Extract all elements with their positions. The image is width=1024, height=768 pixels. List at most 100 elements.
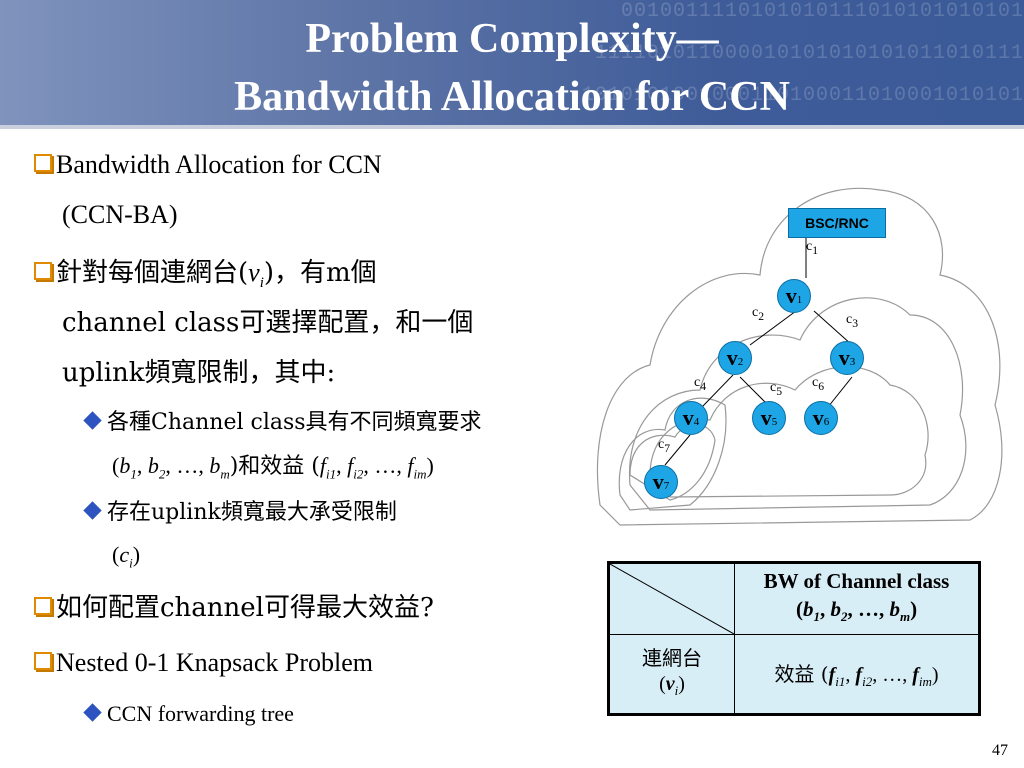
tree-node-v5: v5 bbox=[752, 401, 786, 435]
text: )和效益 ( bbox=[229, 454, 320, 479]
channel-label-c7: c7 bbox=[658, 437, 670, 455]
var-sub: i1 bbox=[326, 466, 337, 482]
var-b: b bbox=[802, 596, 814, 621]
node-letter: v bbox=[812, 405, 824, 430]
var-b: b bbox=[889, 596, 900, 621]
square-bullet-icon bbox=[34, 652, 52, 670]
var-f: f bbox=[347, 453, 354, 478]
subbullet-uplink-limit-cont: (ci) bbox=[112, 542, 141, 571]
square-bullet-icon bbox=[34, 262, 52, 280]
subbullet-channel-class-cont: (b1, b2, …, bm)和效益 (fi1, fi2, …, fim) bbox=[112, 453, 434, 482]
table-row-value: 效益 (fi1, fi2, …, fim) bbox=[734, 634, 980, 715]
var-f: f bbox=[828, 664, 836, 686]
node-letter: v bbox=[785, 283, 797, 308]
var-sub: i bbox=[674, 682, 679, 698]
var-sub: i1 bbox=[835, 674, 846, 689]
var-sub: im bbox=[413, 466, 427, 482]
var-sub: 2 bbox=[158, 466, 166, 482]
text: , …, bbox=[363, 453, 408, 478]
bullet-text: 如何配置channel可得最大效益? bbox=[56, 593, 434, 623]
bullet-text: Nested 0-1 Knapsack Problem bbox=[56, 648, 373, 677]
node-index: 1 bbox=[796, 294, 803, 306]
tree-node-v6: v6 bbox=[804, 401, 838, 435]
channel-label-c1: c1 bbox=[806, 239, 818, 257]
text: ) bbox=[426, 453, 434, 478]
var-f: f bbox=[912, 664, 919, 686]
table-row-label: 連網台 (vi) bbox=[608, 634, 735, 715]
node-letter: v bbox=[760, 405, 772, 430]
slide-title-line1: Problem Complexity— bbox=[305, 16, 719, 62]
var-f: f bbox=[319, 453, 327, 478]
tree-node-v1: v1 bbox=[777, 279, 811, 313]
channel-letter: c bbox=[812, 375, 819, 390]
slide-title-line2: Bandwidth Allocation for CCN bbox=[234, 74, 790, 120]
bullet-each-station: 針對每個連網台(vi)，有m個 bbox=[34, 251, 377, 305]
binary-decoration-row: 111101011000010101010101011010111 bbox=[594, 42, 1024, 65]
var-sub: 1 bbox=[813, 609, 820, 625]
channel-index: 6 bbox=[818, 379, 825, 393]
var-v: v bbox=[665, 672, 675, 695]
var-sub: i bbox=[259, 275, 264, 292]
bullet-text: (CCN-BA) bbox=[62, 200, 178, 229]
channel-index: 4 bbox=[700, 379, 707, 393]
header-divider bbox=[0, 125, 1024, 129]
bullet-how-to-allocate: 如何配置channel可得最大效益? bbox=[34, 586, 434, 630]
row-value-text: 效益 ( bbox=[774, 662, 829, 686]
slide-title: Problem Complexity— Bandwidth Allocation… bbox=[0, 10, 1024, 125]
text: , …, bbox=[165, 453, 210, 478]
node-index: 5 bbox=[771, 416, 778, 428]
var-sub: i2 bbox=[862, 674, 873, 689]
subbullet-uplink-limit: 存在uplink頻寬最大承受限制 bbox=[80, 494, 397, 531]
subbullet-forwarding-tree: CCN forwarding tree bbox=[80, 696, 294, 732]
bullet-bandwidth-allocation: Bandwidth Allocation for CCN bbox=[34, 143, 382, 187]
channel-label-c3: c3 bbox=[846, 312, 858, 330]
tree-node-v3: v3 bbox=[830, 341, 864, 375]
var-b: b bbox=[147, 453, 159, 478]
bullet-text: CCN forwarding tree bbox=[107, 701, 294, 726]
bullet-text: 針對每個連網台( bbox=[56, 258, 249, 288]
channel-index: 5 bbox=[776, 384, 783, 398]
var-sub: 2 bbox=[840, 609, 848, 625]
node-index: 2 bbox=[737, 356, 744, 368]
diamond-bullet-icon bbox=[83, 411, 102, 430]
channel-label-c5: c5 bbox=[770, 380, 782, 398]
node-index: 3 bbox=[849, 356, 856, 368]
node-letter: v bbox=[838, 345, 850, 370]
var-sub: 1 bbox=[130, 466, 137, 482]
header-text: BW of Channel class bbox=[763, 568, 950, 593]
bullet-text: Bandwidth Allocation for CCN bbox=[56, 150, 382, 179]
diagonal-line bbox=[610, 564, 734, 634]
node-letter: v bbox=[726, 345, 738, 370]
bullet-text: uplink頻寬限制，其中: bbox=[62, 358, 336, 388]
bsc-rnc-node: BSC/RNC bbox=[788, 208, 886, 238]
text: ( bbox=[112, 453, 120, 478]
channel-index: 3 bbox=[852, 316, 859, 330]
var-sub: i2 bbox=[353, 466, 364, 482]
bullet-each-station-cont2: uplink頻寬限制，其中: bbox=[62, 351, 335, 395]
var-b: b bbox=[119, 453, 131, 478]
tree-node-v7: v7 bbox=[644, 465, 678, 499]
table-corner-cell bbox=[608, 562, 735, 635]
channel-letter: c bbox=[846, 312, 853, 327]
channel-letter: c bbox=[770, 380, 777, 395]
var-sub: i bbox=[129, 555, 133, 571]
channel-label-c2: c2 bbox=[752, 305, 764, 323]
channel-letter: c bbox=[806, 239, 813, 254]
var-b: b bbox=[830, 596, 841, 621]
channel-letter: c bbox=[694, 375, 701, 390]
node-letter: v bbox=[652, 469, 664, 494]
table-header-bw: BW of Channel class (b1, b2, …, bm) bbox=[734, 562, 980, 635]
square-bullet-icon bbox=[34, 597, 52, 615]
subbullet-channel-class: 各種Channel class具有不同頻寬要求 bbox=[80, 404, 482, 441]
bullet-text: 各種Channel class具有不同頻寬要求 bbox=[107, 410, 482, 435]
bw-benefit-table: BW of Channel class (b1, b2, …, bm) 連網台 … bbox=[607, 561, 981, 716]
bullet-text: channel class可選擇配置，和一個 bbox=[62, 308, 474, 338]
node-index: 4 bbox=[693, 416, 700, 428]
row-label-text: 連網台 bbox=[642, 645, 702, 670]
bullet-knapsack: Nested 0-1 Knapsack Problem bbox=[34, 641, 373, 685]
channel-letter: c bbox=[658, 437, 665, 452]
title-banner: 0010011110101010111010101010101 11110101… bbox=[0, 0, 1024, 125]
var-sub: im bbox=[918, 674, 932, 689]
diamond-bullet-icon bbox=[83, 501, 102, 520]
var-sub: m bbox=[220, 466, 230, 482]
